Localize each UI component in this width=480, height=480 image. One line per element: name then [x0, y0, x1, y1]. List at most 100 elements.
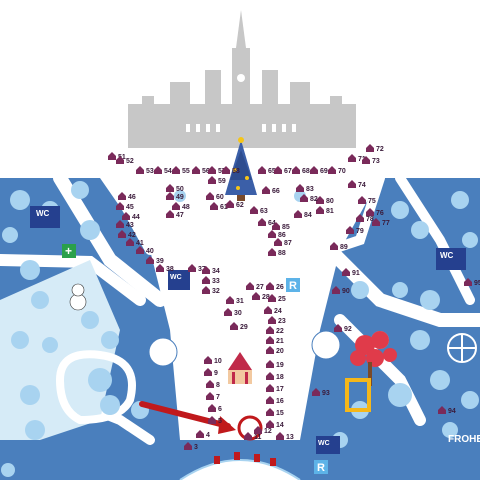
stall-marker-12[interactable]: 12 [254, 426, 272, 435]
stall-marker-15[interactable]: 15 [266, 408, 284, 417]
stall-marker-40[interactable]: 40 [136, 246, 154, 255]
stall-marker-19[interactable]: 19 [266, 360, 284, 369]
stall-marker-3[interactable]: 3 [184, 442, 198, 451]
stall-marker-76[interactable]: 76 [366, 208, 384, 217]
stall-marker-49[interactable]: 49 [166, 192, 184, 201]
stall-marker-42[interactable]: 42 [118, 230, 136, 239]
stall-marker-53[interactable]: 53 [136, 166, 154, 175]
stall-marker-65[interactable]: 65 [258, 166, 276, 175]
stall-marker-51[interactable]: 51 [108, 152, 126, 161]
stall-marker-18[interactable]: 18 [266, 372, 284, 381]
stall-marker-24[interactable]: 24 [264, 306, 282, 315]
stall-marker-37[interactable]: 37 [188, 264, 206, 273]
stall-marker-62[interactable]: 62 [226, 200, 244, 209]
stall-icon [274, 238, 282, 246]
stall-marker-27[interactable]: 27 [246, 282, 264, 291]
stall-marker-88[interactable]: 88 [268, 248, 286, 257]
stall-marker-70[interactable]: 70 [328, 166, 346, 175]
stall-marker-68[interactable]: 68 [292, 166, 310, 175]
stall-number: 29 [240, 324, 248, 331]
stall-marker-39[interactable]: 39 [146, 256, 164, 265]
stall-marker-25[interactable]: 25 [268, 294, 286, 303]
stall-icon [246, 282, 254, 290]
stall-marker-46[interactable]: 46 [118, 192, 136, 201]
stall-marker-20[interactable]: 20 [266, 346, 284, 355]
stall-marker-71[interactable]: 71 [348, 154, 366, 163]
stall-marker-58[interactable]: 58 [222, 166, 240, 175]
stall-marker-16[interactable]: 16 [266, 396, 284, 405]
stall-marker-92[interactable]: 92 [334, 324, 352, 333]
stall-marker-44[interactable]: 44 [122, 212, 140, 221]
stall-marker-14[interactable]: 14 [266, 420, 284, 429]
stall-marker-79[interactable]: 79 [346, 226, 364, 235]
stall-marker-30[interactable]: 30 [224, 308, 242, 317]
stall-marker-28[interactable]: 28 [252, 292, 270, 301]
stall-marker-38[interactable]: 38 [156, 264, 174, 273]
stall-marker-87[interactable]: 87 [274, 238, 292, 247]
stall-marker-95[interactable]: 95 [464, 278, 480, 287]
stall-marker-55[interactable]: 55 [172, 166, 190, 175]
stall-marker-94[interactable]: 94 [438, 406, 456, 415]
stall-marker-59[interactable]: 59 [208, 176, 226, 185]
stall-marker-26[interactable]: 26 [266, 282, 284, 291]
stall-marker-9[interactable]: 9 [204, 368, 218, 377]
stall-number: 55 [182, 168, 190, 175]
stall-marker-82[interactable]: 82 [300, 194, 318, 203]
stall-number: 58 [232, 168, 240, 175]
stall-number: 17 [276, 386, 284, 393]
stall-marker-34[interactable]: 34 [202, 266, 220, 275]
stall-marker-61[interactable]: 61 [210, 202, 228, 211]
info-point-icon: R [286, 278, 300, 292]
stall-marker-29[interactable]: 29 [230, 322, 248, 331]
stall-marker-13[interactable]: 13 [276, 432, 294, 441]
stall-marker-43[interactable]: 43 [116, 220, 134, 229]
stall-marker-8[interactable]: 8 [206, 380, 220, 389]
stall-marker-5[interactable]: 5 [208, 416, 222, 425]
stall-marker-80[interactable]: 80 [316, 196, 334, 205]
stall-marker-4[interactable]: 4 [196, 430, 210, 439]
stall-marker-72[interactable]: 72 [366, 144, 384, 153]
stall-marker-77[interactable]: 77 [372, 218, 390, 227]
stall-marker-23[interactable]: 23 [268, 316, 286, 325]
stall-marker-50[interactable]: 50 [166, 184, 184, 193]
stall-marker-22[interactable]: 22 [266, 326, 284, 335]
stall-marker-60[interactable]: 60 [206, 192, 224, 201]
stall-marker-63[interactable]: 63 [250, 206, 268, 215]
stall-marker-10[interactable]: 10 [204, 356, 222, 365]
stall-marker-33[interactable]: 33 [202, 276, 220, 285]
stall-marker-90[interactable]: 90 [332, 286, 350, 295]
stall-marker-54[interactable]: 54 [154, 166, 172, 175]
stall-marker-73[interactable]: 73 [362, 156, 380, 165]
stall-marker-66[interactable]: 66 [262, 186, 280, 195]
stall-marker-47[interactable]: 47 [166, 210, 184, 219]
stall-number: 90 [342, 288, 350, 295]
stall-marker-32[interactable]: 32 [202, 286, 220, 295]
stall-marker-7[interactable]: 7 [206, 392, 220, 401]
stall-marker-67[interactable]: 67 [274, 166, 292, 175]
stall-marker-11[interactable]: 11 [244, 432, 262, 441]
stall-marker-64[interactable]: 64 [258, 218, 276, 227]
stall-marker-84[interactable]: 84 [294, 210, 312, 219]
stall-marker-91[interactable]: 91 [342, 268, 360, 277]
stall-marker-52[interactable]: 52 [116, 156, 134, 165]
stall-marker-75[interactable]: 75 [358, 196, 376, 205]
stall-marker-21[interactable]: 21 [266, 336, 284, 345]
stall-marker-56[interactable]: 56 [192, 166, 210, 175]
stall-marker-6[interactable]: 6 [208, 404, 222, 413]
stall-marker-85[interactable]: 85 [272, 222, 290, 231]
stall-marker-89[interactable]: 89 [330, 242, 348, 251]
stall-marker-78[interactable]: 78 [356, 214, 374, 223]
stall-marker-74[interactable]: 74 [348, 180, 366, 189]
stall-marker-57[interactable]: 57 [208, 166, 226, 175]
stall-marker-93[interactable]: 93 [312, 388, 330, 397]
stall-marker-69[interactable]: 69 [310, 166, 328, 175]
stall-marker-86[interactable]: 86 [268, 230, 286, 239]
stall-marker-17[interactable]: 17 [266, 384, 284, 393]
stall-marker-45[interactable]: 45 [116, 202, 134, 211]
stall-marker-31[interactable]: 31 [226, 296, 244, 305]
stall-marker-83[interactable]: 83 [296, 184, 314, 193]
stall-icon [266, 384, 274, 392]
stall-marker-41[interactable]: 41 [126, 238, 144, 247]
stall-marker-81[interactable]: 81 [316, 206, 334, 215]
stall-marker-48[interactable]: 48 [172, 202, 190, 211]
